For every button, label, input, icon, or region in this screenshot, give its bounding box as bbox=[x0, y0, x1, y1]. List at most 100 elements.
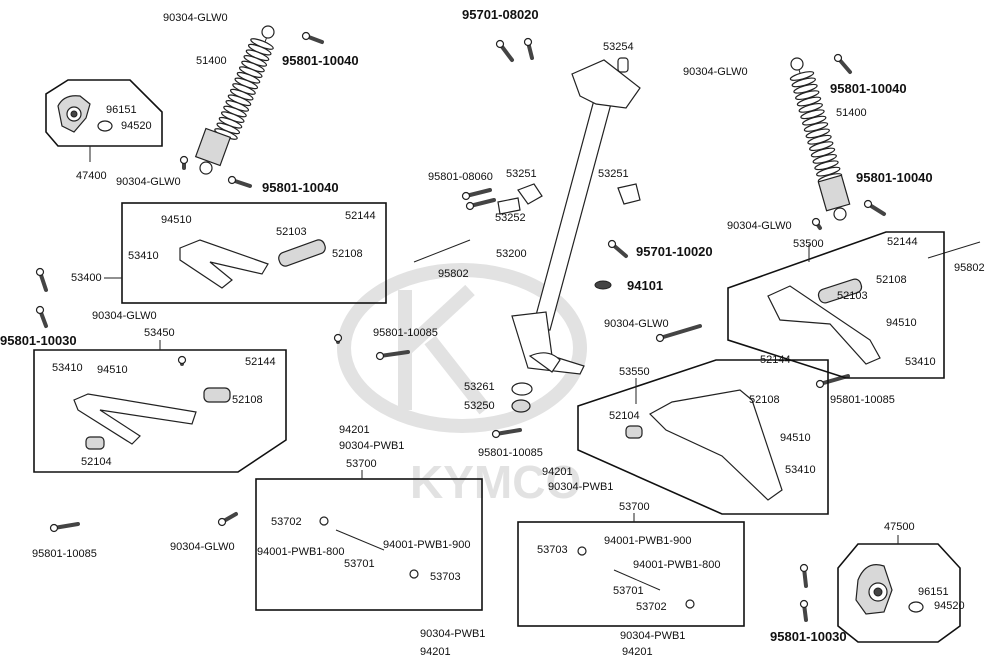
arm-box-53400 bbox=[121, 202, 387, 304]
arm-box-53500 bbox=[727, 231, 945, 379]
a-arm-53400-icon bbox=[179, 239, 326, 289]
bolt-head-icon bbox=[49, 523, 59, 533]
part-label: 53254 bbox=[603, 41, 634, 53]
part-label: 90304-PWB1 bbox=[420, 628, 486, 640]
part-label: 94510 bbox=[161, 214, 192, 226]
bolt-head-icon bbox=[815, 379, 825, 389]
part-label: 90304-GLW0 bbox=[727, 220, 792, 232]
part-label: 96151 bbox=[918, 586, 949, 598]
part-label: 90304-GLW0 bbox=[116, 176, 181, 188]
bolt-icon bbox=[658, 324, 702, 340]
part-label: 53703 bbox=[430, 571, 461, 583]
part-label: 53702 bbox=[636, 601, 667, 613]
spring-coil bbox=[803, 122, 829, 132]
part-label: 53410 bbox=[905, 356, 936, 368]
part-label: 53701 bbox=[344, 558, 375, 570]
part-label: 95801-10040 bbox=[262, 180, 339, 195]
bolt-icon bbox=[464, 188, 492, 198]
spring-coil bbox=[802, 115, 827, 126]
part-label: 53702 bbox=[271, 516, 302, 528]
washer-94101-icon bbox=[594, 280, 612, 290]
knuckle-box-47500 bbox=[837, 543, 961, 643]
part-label: 95802 bbox=[438, 268, 469, 280]
watermark-text: KYMCO bbox=[410, 456, 581, 508]
part-label: 95802 bbox=[954, 262, 985, 274]
bolt-head-icon bbox=[227, 175, 237, 185]
a-arm-53450-icon bbox=[73, 387, 231, 450]
kymco-watermark-logo: KYMCO bbox=[337, 263, 587, 508]
spring-coil bbox=[809, 141, 834, 152]
part-label: 94201 bbox=[339, 424, 370, 436]
part-label: 52144 bbox=[887, 236, 918, 248]
arm-box-53550 bbox=[577, 359, 829, 515]
part-label: 53200 bbox=[496, 248, 527, 260]
spring-coil bbox=[789, 71, 815, 81]
bolt-head-icon bbox=[655, 333, 665, 343]
part-label: 94001-PWB1-900 bbox=[604, 535, 692, 547]
bolt-head-icon bbox=[523, 37, 533, 47]
bolt-95802-left-icon bbox=[413, 239, 471, 263]
part-label: 53261 bbox=[464, 381, 495, 393]
bolt-head-icon bbox=[799, 599, 809, 609]
part-label: 51400 bbox=[196, 55, 227, 67]
part-label: 53400 bbox=[71, 272, 102, 284]
bolt-95802-right-icon bbox=[927, 241, 981, 259]
spring-coil bbox=[810, 147, 836, 158]
part-label: 53251 bbox=[598, 168, 629, 180]
part-label: 52108 bbox=[332, 248, 363, 260]
tie-rod-box-left bbox=[255, 478, 483, 611]
part-label: 90304-PWB1 bbox=[339, 440, 405, 452]
bolt-head-icon bbox=[179, 155, 189, 165]
part-label: 95801-10085 bbox=[830, 394, 895, 406]
part-label: 95701-10020 bbox=[636, 244, 713, 259]
spring-coil bbox=[814, 160, 839, 171]
part-label: 51400 bbox=[836, 107, 867, 119]
part-label: 53701 bbox=[613, 585, 644, 597]
spring-coil bbox=[816, 166, 841, 177]
knuckle-47400-icon bbox=[57, 95, 113, 133]
bolt-head-icon bbox=[465, 201, 475, 211]
part-label: 90304-GLW0 bbox=[683, 66, 748, 78]
part-label: 95801-10085 bbox=[373, 327, 438, 339]
part-label: 90304-PWB1 bbox=[548, 481, 614, 493]
steering-column-icon bbox=[511, 59, 641, 375]
knuckle-box-47400 bbox=[45, 79, 163, 147]
part-label: 53500 bbox=[793, 238, 824, 250]
spring-coil bbox=[796, 96, 822, 107]
part-label: 90304-GLW0 bbox=[170, 541, 235, 553]
part-label: 52103 bbox=[837, 290, 868, 302]
spring-coil bbox=[793, 83, 818, 94]
bolt-head-icon bbox=[799, 563, 809, 573]
bushing-53254-icon bbox=[617, 57, 629, 73]
tie-rod-right-icon bbox=[577, 546, 695, 609]
bolt-icon bbox=[468, 198, 496, 208]
part-label: 53410 bbox=[785, 464, 816, 476]
part-label: 47500 bbox=[884, 521, 915, 533]
part-label: 95801-10085 bbox=[478, 447, 543, 459]
bolt-head-icon bbox=[607, 239, 617, 249]
part-label: 94001-PWB1-800 bbox=[257, 546, 345, 558]
part-label: 94201 bbox=[542, 466, 573, 478]
part-label: 53703 bbox=[537, 544, 568, 556]
part-label: 94101 bbox=[627, 278, 664, 293]
part-label: 90304-GLW0 bbox=[604, 318, 669, 330]
part-label: 53251 bbox=[506, 168, 537, 180]
part-label: 94510 bbox=[886, 317, 917, 329]
part-label: 52144 bbox=[760, 354, 791, 366]
bolt-head-icon bbox=[217, 517, 227, 527]
steering-holder-53251-icon bbox=[497, 183, 641, 215]
part-label: 95801-10030 bbox=[0, 333, 77, 348]
part-label: 52144 bbox=[245, 356, 276, 368]
part-label: 94510 bbox=[780, 432, 811, 444]
part-label: 95801-08060 bbox=[428, 171, 493, 183]
bearing-53250-icon bbox=[511, 399, 531, 413]
part-label: 53250 bbox=[464, 400, 495, 412]
tie-rod-left-icon bbox=[319, 516, 419, 579]
bolt-head-icon bbox=[35, 267, 45, 277]
part-label: 52108 bbox=[232, 394, 263, 406]
part-label: 47400 bbox=[76, 170, 107, 182]
part-label: 52104 bbox=[609, 410, 640, 422]
shock-absorber-right-icon bbox=[789, 57, 851, 221]
part-label: 52103 bbox=[276, 226, 307, 238]
